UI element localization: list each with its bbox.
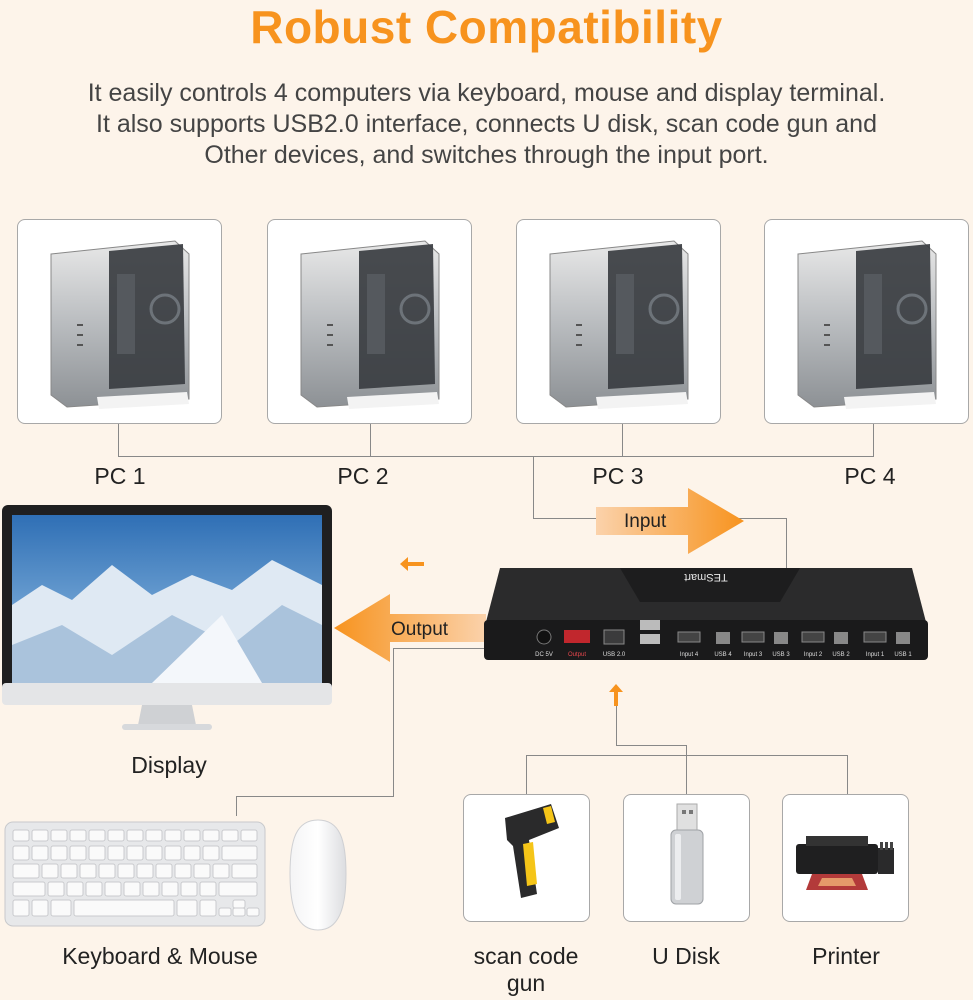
pc2-label: PC 2 — [313, 463, 413, 490]
usb-bus-line-v — [686, 745, 687, 755]
udisk-label: U Disk — [620, 943, 752, 970]
input-arrow-icon — [596, 488, 746, 554]
kb-feed-line-h2 — [236, 796, 394, 797]
scanner-label-line-1: scan code — [456, 943, 596, 970]
pc1-drop-line — [118, 423, 119, 457]
usb-drop-3 — [847, 755, 848, 795]
pc3-drop-line — [622, 423, 623, 457]
monitor-icon — [2, 505, 332, 733]
display-label: Display — [104, 752, 234, 779]
kb-feed-line-v1 — [393, 648, 394, 796]
pc1-tower-icon — [17, 219, 222, 424]
pc-bus-line — [118, 456, 873, 457]
port-label-usb1: USB 1 — [894, 652, 912, 658]
printer-label: Printer — [780, 943, 912, 970]
kvm-switch: TESmart DC 5V Output USB 2.0 Input 4 USB… — [480, 562, 932, 666]
scanner-label: scan code gun — [456, 943, 596, 997]
port-label-usb4: USB 4 — [714, 652, 732, 658]
description-line-2: It also supports USB2.0 interface, conne… — [0, 109, 973, 140]
usb-drop-2 — [686, 755, 687, 795]
small-up-arrow-icon — [609, 684, 623, 706]
usb-bus-line — [526, 755, 848, 756]
port-label-input4: Input 4 — [680, 652, 699, 658]
page-title: Robust Compatibility — [0, 0, 973, 54]
port-label-output: Output — [568, 652, 586, 658]
input-feed-line-v1 — [533, 456, 534, 519]
port-label-dc5v: DC 5V — [535, 652, 553, 658]
printer-icon — [782, 794, 909, 922]
port-label-usb2: USB 2 — [832, 652, 850, 658]
pc4-tower-icon — [764, 219, 969, 424]
description-line-1: It easily controls 4 computers via keybo… — [0, 78, 973, 109]
keyboard-icon — [5, 822, 265, 926]
mouse-icon — [288, 818, 348, 932]
port-label-usb20: USB 2.0 — [603, 652, 626, 658]
description: It easily controls 4 computers via keybo… — [0, 78, 973, 171]
input-arrow-label: Input — [624, 511, 666, 533]
usb-feed-line-h — [616, 745, 686, 746]
pc4-drop-line — [873, 423, 874, 457]
usb-flash-drive-icon — [623, 794, 750, 922]
small-left-arrow-icon — [400, 557, 424, 571]
port-label-usb3: USB 3 — [772, 652, 790, 658]
output-arrow-label: Output — [391, 619, 448, 641]
pc3-label: PC 3 — [568, 463, 668, 490]
kvm-brand: TESmart — [684, 571, 727, 583]
scanner-label-line-2: gun — [456, 970, 596, 997]
pc4-label: PC 4 — [820, 463, 920, 490]
port-label-input1: Input 1 — [866, 652, 885, 658]
pc2-drop-line — [370, 423, 371, 457]
usb-drop-1 — [526, 755, 527, 795]
pc2-tower-icon — [267, 219, 472, 424]
port-label-input2: Input 2 — [804, 652, 823, 658]
description-line-3: Other devices, and switches through the … — [0, 140, 973, 171]
port-label-input3: Input 3 — [744, 652, 763, 658]
barcode-scanner-icon — [463, 794, 590, 922]
pc3-tower-icon — [516, 219, 721, 424]
pc1-label: PC 1 — [70, 463, 170, 490]
keyboard-mouse-label: Keyboard & Mouse — [40, 943, 280, 970]
kb-feed-line-v2 — [236, 796, 237, 816]
usb-feed-line-v — [616, 704, 617, 746]
